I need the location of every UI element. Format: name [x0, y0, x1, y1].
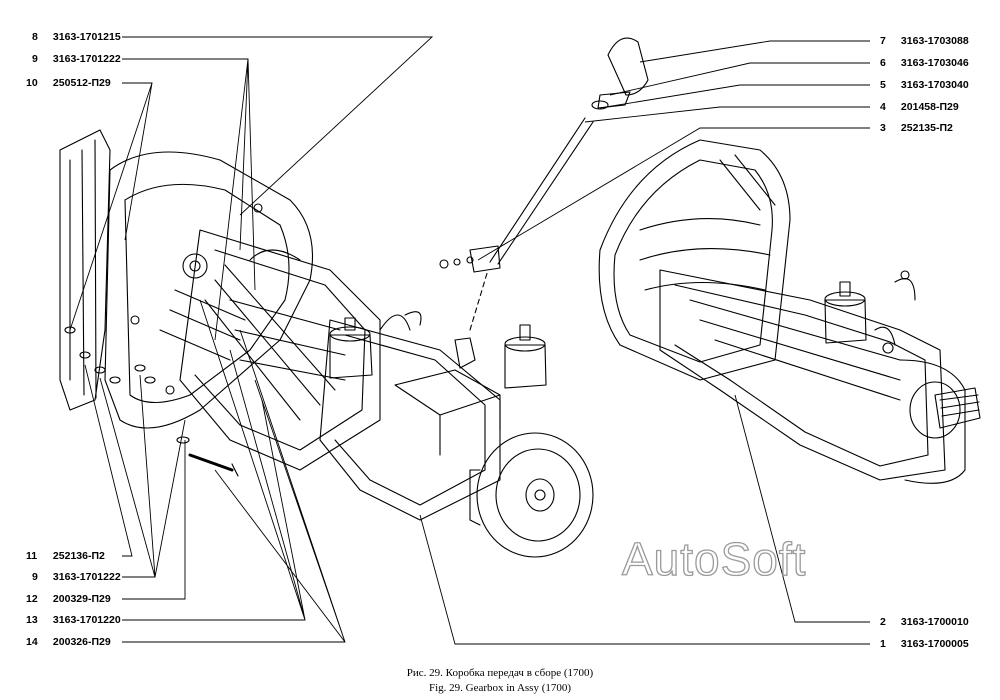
callout-8: 8 3163-1701215: [32, 31, 121, 43]
part-code: 3163-1703046: [900, 57, 969, 69]
callout-number: 14: [26, 636, 38, 648]
callout-number: 6: [880, 57, 886, 69]
callout-3: 3 252135-П2: [880, 122, 953, 134]
part-code: 3163-1703040: [900, 79, 969, 91]
callout-number: 5: [880, 79, 886, 91]
callout-number: 4: [880, 101, 886, 113]
watermark: AutoSoft: [621, 532, 807, 585]
part-code: 3163-1701222: [52, 53, 121, 65]
leader-lines: [69, 36, 870, 645]
callout-11: 11 252136-П2: [26, 550, 105, 562]
callout-number: 10: [26, 77, 38, 89]
callout-number: 13: [26, 614, 38, 626]
callout-number: 12: [26, 593, 38, 605]
callout-9: 9 3163-1701222: [32, 53, 121, 65]
callout-number: 2: [880, 616, 886, 628]
callout-12: 12 200329-П29: [26, 593, 111, 605]
callout-5: 5 3163-1703040: [880, 79, 969, 91]
part-code: 201458-П29: [900, 101, 959, 113]
part-code: 250512-П29: [52, 77, 111, 89]
callout-9b: 9 3163-1701222: [32, 571, 121, 583]
part-code: 3163-1701220: [52, 614, 121, 626]
left-gearbox-drawing: [59, 37, 649, 558]
caption-en: Fig. 29. Gearbox in Assy (1700): [428, 682, 572, 694]
part-code: 3163-1703088: [900, 35, 969, 47]
callout-1: 1 3163-1700005: [880, 638, 969, 650]
callout-number: 1: [880, 638, 886, 650]
part-code: 3163-1701215: [52, 31, 121, 43]
part-code: 252135-П2: [900, 122, 953, 134]
caption-ru: Рис. 29. Коробка передач в сборе (1700): [406, 667, 594, 679]
callout-14: 14 200326-П29: [26, 636, 111, 648]
callout-10: 10 250512-П29: [26, 77, 111, 89]
callout-4: 4 201458-П29: [880, 101, 959, 113]
part-code: 200329-П29: [52, 593, 111, 605]
callout-number: 11: [26, 550, 38, 562]
part-code: 252136-П2: [52, 550, 105, 562]
callout-number: 9: [32, 53, 38, 65]
callout-number: 7: [880, 35, 886, 47]
callout-2: 2 3163-1700010: [880, 616, 969, 628]
part-code: 3163-1700010: [900, 616, 969, 628]
callout-13: 13 3163-1701220: [26, 614, 121, 626]
callout-number: 9: [32, 571, 38, 583]
callout-number: 3: [880, 122, 886, 134]
part-code: 3163-1701222: [52, 571, 121, 583]
right-gearbox-drawing: [598, 139, 981, 484]
part-code: 3163-1700005: [900, 638, 969, 650]
callout-6: 6 3163-1703046: [880, 57, 969, 69]
callout-number: 8: [32, 31, 38, 43]
part-code: 200326-П29: [52, 636, 111, 648]
callout-7: 7 3163-1703088: [880, 35, 969, 47]
